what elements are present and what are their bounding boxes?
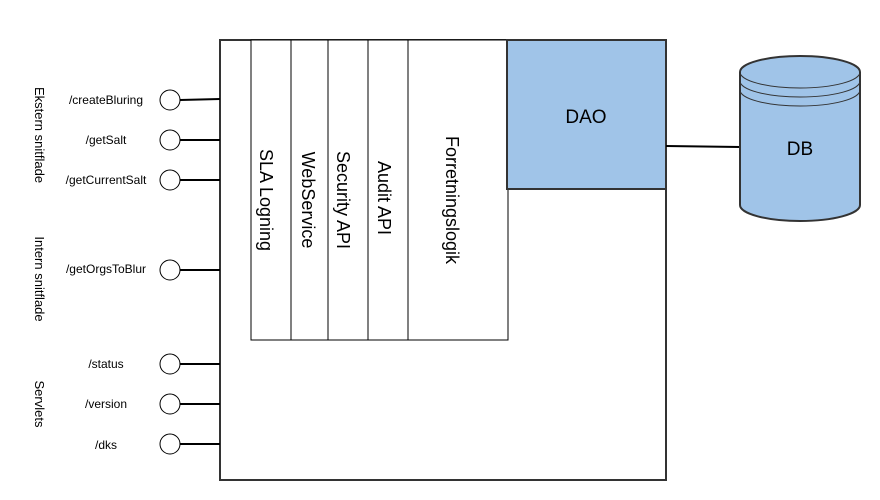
endpoint-label: /getCurrentSalt	[66, 173, 147, 187]
endpoint-version[interactable]: /version	[85, 393, 220, 415]
interface-port-icon[interactable]	[159, 129, 181, 151]
endpoint-dks[interactable]: /dks	[95, 433, 220, 455]
interface-port-icon[interactable]	[159, 393, 181, 415]
interface-port-icon[interactable]	[159, 169, 181, 191]
db-ring	[739, 80, 861, 98]
db-cylinder: DB	[739, 55, 861, 222]
group-label-intern: Intern snitflade	[32, 236, 47, 321]
interface-port-icon[interactable]	[159, 353, 181, 375]
interface-port-icon[interactable]	[159, 89, 181, 111]
dao-label: DAO	[565, 107, 606, 128]
endpoint-getcurrentsalt[interactable]: /getCurrentSalt	[66, 169, 220, 191]
endpoint-label: /dks	[95, 438, 117, 452]
dao-db-connector	[665, 145, 741, 148]
layer-security-api	[327, 39, 369, 341]
group-label-servlets: Servlets	[32, 381, 47, 428]
interface-port-icon[interactable]	[159, 433, 181, 455]
endpoint-label: /status	[88, 357, 123, 371]
endpoint-label: /getOrgsToBlur	[66, 262, 146, 276]
interface-line	[179, 98, 221, 101]
endpoint-getsalt[interactable]: /getSalt	[86, 129, 220, 151]
layer-sla-logning	[250, 39, 292, 341]
layer-audit-api	[367, 39, 409, 341]
group-label-ekstern: Ekstern snitflade	[32, 87, 47, 183]
layer-webservice	[290, 39, 329, 341]
db-body	[739, 55, 861, 222]
db-label: DB	[787, 139, 813, 160]
layer-forretningslogik	[407, 39, 509, 341]
endpoint-label: /getSalt	[86, 133, 127, 147]
endpoint-status[interactable]: /status	[88, 353, 220, 375]
layer-label: WebService	[298, 152, 318, 249]
layer-label: Forretningslogik	[442, 136, 462, 265]
db-ring	[739, 89, 861, 107]
endpoint-getorgstoblur[interactable]: /getOrgsToBlur	[66, 259, 220, 281]
dao-box	[506, 39, 667, 190]
interface-port-icon[interactable]	[159, 259, 181, 281]
layer-label: Security API	[333, 151, 353, 249]
endpoint-label: /version	[85, 397, 127, 411]
layer-label: SLA Logning	[256, 149, 276, 251]
endpoint-label: /createBluring	[69, 93, 143, 107]
layer-label: Audit API	[374, 161, 394, 235]
layer-stack: SLA Logning WebService Security API Audi…	[250, 39, 509, 341]
endpoint-createbluring[interactable]: /createBluring	[69, 89, 221, 111]
db-ring	[739, 71, 861, 89]
